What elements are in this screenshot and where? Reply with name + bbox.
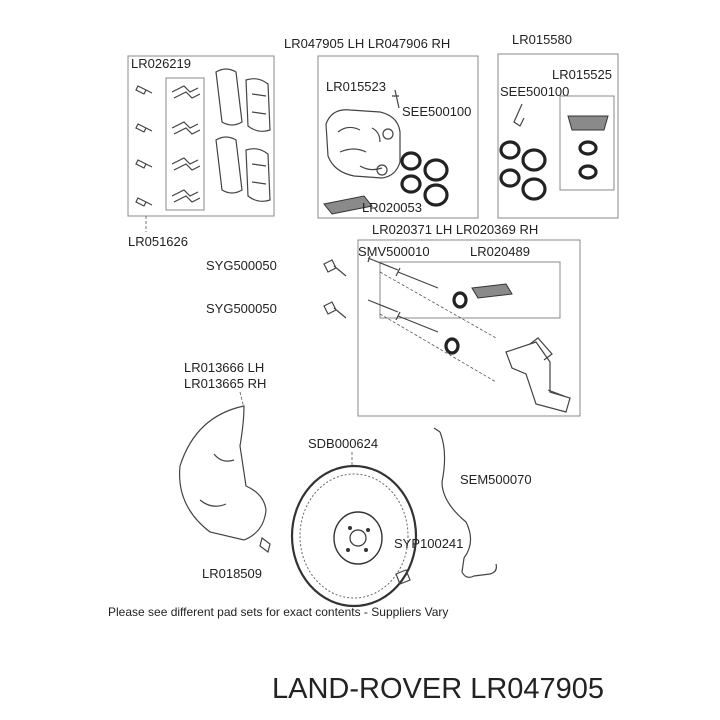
label-pad-set-top: LR026219 [131,56,191,71]
label-bleed-screw: LR015523 [326,79,386,94]
guide-boot-icons [444,291,468,355]
label-guide-pin-bolt: SMV500010 [358,244,430,259]
carrier-box [357,239,581,417]
pad-bolt-icons [135,85,153,207]
label-pad-lr020053: LR020053 [362,200,422,215]
label-see-500100-b: SEE500100 [500,84,569,99]
boot-pad-icon [567,115,609,131]
label-guide-boot: LR020489 [470,244,530,259]
label-carrier: LR020371 LH LR020369 RH [372,222,538,237]
boot-icons [578,140,598,180]
label-boot-kit: LR015525 [552,67,612,82]
wear-sensor-group: SEM500070 [433,427,532,578]
label-shield-rh: LR013665 RH [184,376,266,391]
label-bolt-upper: SYG500050 [206,258,277,273]
label-shield-lh: LR013666 LH [184,360,264,375]
disc-screw-icon [395,569,411,585]
caliper-group: LR047905 LH LR047906 RH LR015523 SEE5001… [284,36,479,219]
leader-shield [239,391,245,409]
pad-set-group: LR026219 LR051626 [127,55,275,249]
bleed-cap-icon [513,103,525,127]
brake-pad-icons [215,68,271,202]
label-disc: SDB000624 [308,436,378,451]
brake-disc-group: SDB000624 SYP100241 [290,436,463,608]
caliper-box [317,55,479,219]
label-pad-set-bottom: LR051626 [128,234,188,249]
seal-kit-ring-icons [499,140,547,201]
label-disc-screw: SYP100241 [394,536,463,551]
brake-disc-icon [290,464,418,608]
bolt-upper-icon [323,259,347,277]
footnote: Please see different pad sets for exact … [108,605,448,619]
label-seal-kit: LR015580 [512,32,572,47]
splash-shield-icon [178,405,267,541]
label-shield-bolt: LR018509 [202,566,262,581]
anti-rattle-clip-icons [171,85,201,203]
label-sensor: SEM500070 [460,472,532,487]
label-caliper: LR047905 LH LR047906 RH [284,36,450,51]
splash-shield-group: LR013666 LH LR013665 RH LR018509 [178,360,271,581]
shield-bolt-icon [259,536,271,554]
pad-set-box [127,55,275,217]
seal-kit-box [497,53,619,219]
label-bolt-lower: SYG500050 [206,301,277,316]
brand-line: LAND-ROVER LR047905 [272,673,604,705]
bolt-lower-icon [323,301,347,319]
caliper-bolts-group: SYG500050 SYG500050 [206,258,347,319]
guide-pin-subbox [379,261,561,319]
seal-kit-group: LR015580 LR015525 SEE500100 [497,32,619,219]
caliper-carrier-icon [505,337,571,413]
bleed-screw-icon [392,89,400,109]
carrier-leaders [379,271,497,383]
carrier-group: LR020371 LH LR020369 RH SMV500010 LR0204… [357,222,581,417]
clip-subbox [165,77,205,211]
caliper-body-icon [325,109,401,179]
piston-seal-icons [400,151,449,207]
label-see-500100-a: SEE500100 [402,104,471,119]
wear-sensor-icon [433,427,497,578]
boot-kit-subbox [559,95,615,191]
guide-pin-icons [367,255,439,333]
guide-boot-pad-icon [471,283,513,299]
pad-lr020053-icon [323,195,373,215]
